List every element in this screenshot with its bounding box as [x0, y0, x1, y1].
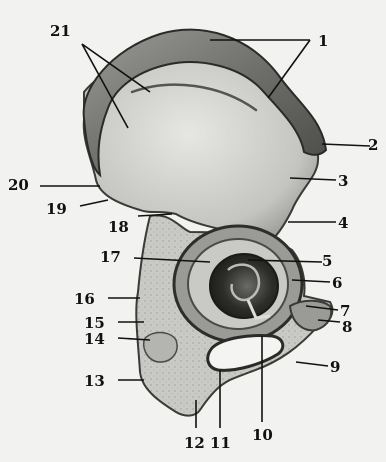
label-20: 20	[8, 176, 29, 194]
label-19: 19	[46, 200, 67, 218]
label-1: 1	[318, 32, 328, 50]
label-8: 8	[342, 318, 352, 336]
label-18: 18	[108, 218, 129, 236]
label-5: 5	[322, 252, 332, 270]
label-2: 2	[368, 136, 378, 154]
label-3: 3	[338, 172, 348, 190]
label-17: 17	[100, 248, 121, 266]
label-21: 21	[50, 22, 71, 40]
label-4: 4	[338, 214, 348, 232]
label-14: 14	[84, 330, 105, 348]
label-16: 16	[74, 290, 95, 308]
label-15: 15	[84, 314, 105, 332]
ischial-tuberosity	[144, 333, 177, 363]
label-10: 10	[252, 426, 273, 444]
label-9: 9	[330, 358, 340, 376]
label-11: 11	[210, 434, 231, 452]
label-13: 13	[84, 372, 105, 390]
label-12: 12	[184, 434, 205, 452]
label-6: 6	[332, 274, 342, 292]
